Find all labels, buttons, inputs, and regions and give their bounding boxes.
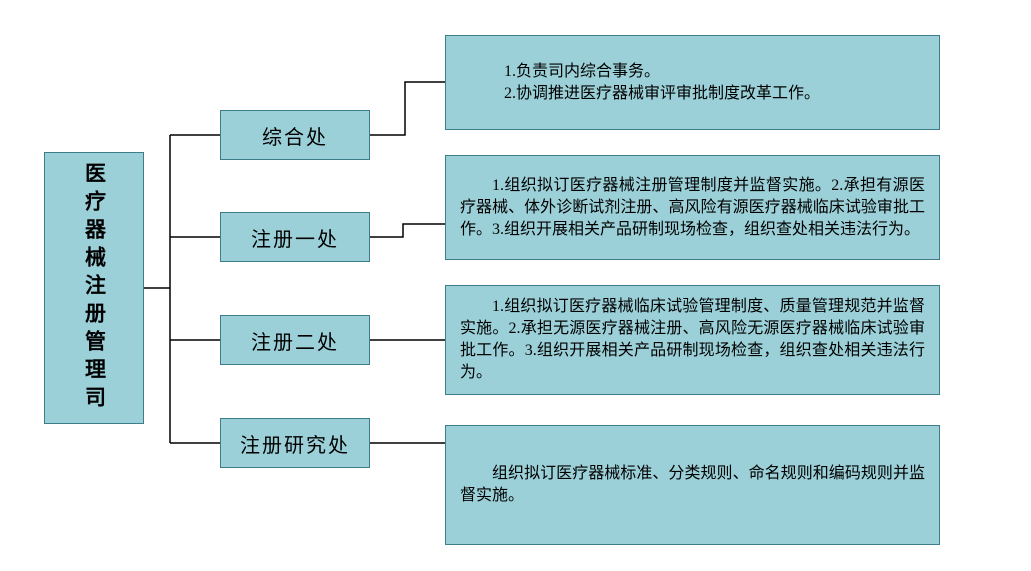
root-node-label: 医疗器械注册管理司 xyxy=(82,162,107,414)
duty-text: 1.负责司内综合事务。 2.协调推进医疗器械审评审批制度改革工作。 xyxy=(504,62,821,102)
division-node-general-office: 综合处 xyxy=(220,110,370,160)
connector-branch-2 xyxy=(370,223,445,238)
duty-box-registration-2: 1.组织拟订医疗器械临床试验管理制度、质量管理规范并监督实施。2.承担无源医疗器… xyxy=(445,285,940,395)
division-node-registration-research: 注册研究处 xyxy=(220,418,370,468)
duty-box-general-office: 1.负责司内综合事务。 2.协调推进医疗器械审评审批制度改革工作。 xyxy=(445,35,940,130)
duty-text: 1.组织拟订医疗器械临床试验管理制度、质量管理规范并监督实施。2.承担无源医疗器… xyxy=(460,298,925,381)
division-label: 注册研究处 xyxy=(240,434,350,457)
division-label: 注册一处 xyxy=(251,228,339,251)
duty-box-registration-1: 1.组织拟订医疗器械注册管理制度并监督实施。2.承担有源医疗器械、体外诊断试剂注… xyxy=(445,155,940,260)
duty-text: 1.组织拟订医疗器械注册管理制度并监督实施。2.承担有源医疗器械、体外诊断试剂注… xyxy=(460,176,925,238)
root-node-box: 医疗器械注册管理司 xyxy=(44,152,144,424)
duty-text: 组织拟订医疗器械标准、分类规则、命名规则和编码规则并监督实施。 xyxy=(460,465,925,504)
division-node-registration-2: 注册二处 xyxy=(220,315,370,365)
duty-box-registration-research: 组织拟订医疗器械标准、分类规则、命名规则和编码规则并监督实施。 xyxy=(445,425,940,545)
connector-branch-1 xyxy=(370,81,445,136)
division-label: 注册二处 xyxy=(251,331,339,354)
division-label: 综合处 xyxy=(262,126,328,149)
connector-root-trunk xyxy=(144,134,220,444)
division-node-registration-1: 注册一处 xyxy=(220,212,370,262)
